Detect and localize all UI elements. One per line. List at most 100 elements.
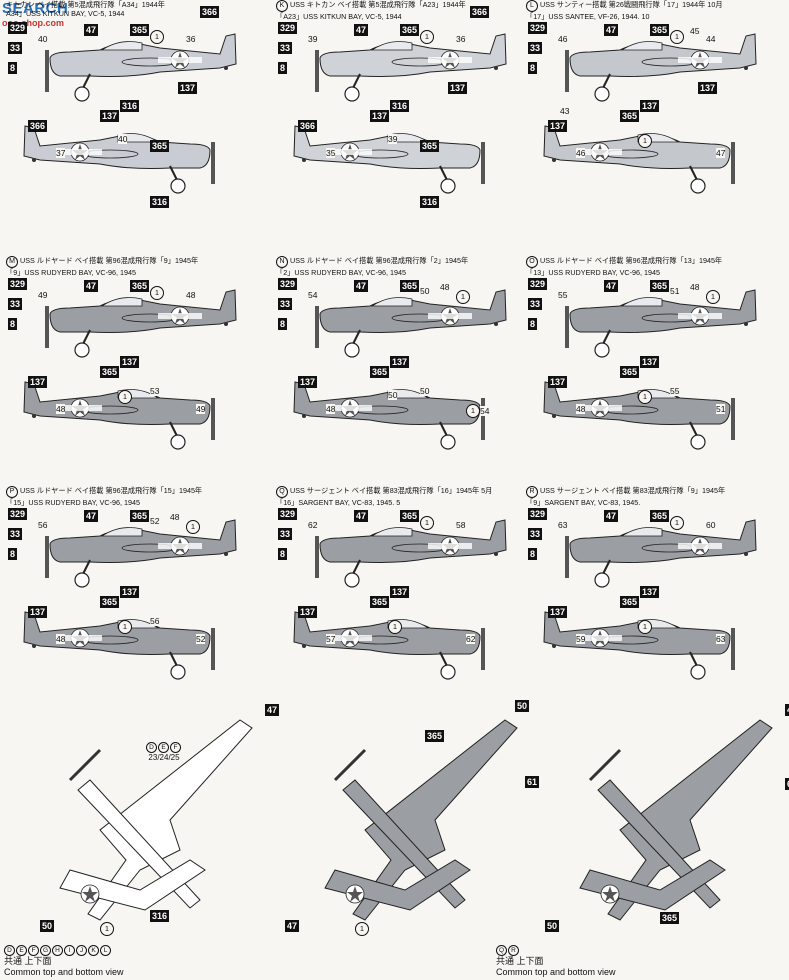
part-callout: 365 [650,24,670,36]
watermark: SEARCH ooo-shop.com [0,0,170,30]
decal-callout: 55 [670,386,680,396]
insignia-callout: 1 [638,390,652,404]
decal-callout: 35 [326,148,336,158]
decal-callout: 47 [716,148,726,158]
part-callout: 365 [420,140,440,152]
right-side-view [290,120,500,200]
insignia-callout: 1 [388,620,402,634]
decal-callout: 49 [196,404,206,414]
left-side-view [30,28,240,108]
part-callout: 137 [298,606,318,618]
decal-callout: 49 [38,290,48,300]
left-side-view [30,284,240,364]
part-callout: 365 [650,280,670,292]
part-callout: 365 [150,140,170,152]
scheme-letter: R [526,486,538,498]
part-callout: 137 [640,586,660,598]
insignia-callout: 1 [466,404,480,418]
caption-english: 「15」USS RUDYERD BAY, VC-96, 1945 [6,498,140,507]
right-side-view [540,376,750,456]
part-callout: 137 [28,606,48,618]
caption-english: 「13」USS RUDYERD BAY, VC-96, 1945 [526,268,660,277]
part-callout: 137 [548,606,568,618]
part-callout: 137 [100,110,120,122]
part-callout: 33 [8,528,23,540]
left-side-view [300,284,510,364]
aircraft-planform [59,719,253,921]
part-callout: 137 [548,376,568,388]
part-callout: 365 [100,366,120,378]
decal-callout: 56 [38,520,48,530]
decal-callout: 45 [690,26,700,36]
scheme-letter: D [4,945,15,956]
footer-right-jp: 共通 上下面 [496,956,544,966]
scheme-letter: P [6,486,18,498]
part-callout: 316 [120,100,140,112]
decal-letter: F [170,742,181,753]
decal-callout: 60 [706,520,716,530]
part-callout: 47 [785,704,789,716]
aircraft-side-view [45,289,237,358]
decal-callout: 51 [670,286,680,296]
planform-drawing [550,710,780,945]
part-callout: 365 [620,366,640,378]
caption-japanese: USS ルドヤード ベイ搭載 第96混成飛行隊「2」1945年 [290,256,469,265]
scheme-letter: I [64,945,75,956]
scheme-letter: L [526,0,538,12]
caption-japanese: USS キトカン ベイ搭載 第5混成飛行隊「A23」1944年 [290,0,466,9]
left-side-view [300,28,510,108]
decal-callout: 48 [170,512,180,522]
decal-callout: 63 [558,520,568,530]
part-callout: 329 [528,278,548,290]
decal-callout: 51 [716,404,726,414]
decal-callout: 36 [186,34,196,44]
part-callout: 137 [298,376,318,388]
part-callout: 61 [785,778,789,790]
scheme-letter: O [526,256,538,268]
part-callout: 137 [370,110,390,122]
planform-drawing [295,710,525,945]
decal-callout: 46 [558,34,568,44]
part-callout: 316 [150,196,170,208]
aircraft-side-view [23,125,215,194]
part-callout: 137 [640,356,660,368]
part-callout: 137 [698,82,718,94]
part-callout: 47 [285,920,300,932]
part-callout: 61 [525,776,540,788]
caption-japanese: USS サンティー搭載 第26戦闘飛行隊「17」1944年 10月 [540,0,723,9]
decal-callout: 37 [56,148,66,158]
aircraft-side-view [565,33,757,102]
decal-callout: 44 [706,34,716,44]
insignia-callout: 1 [456,290,470,304]
decal-numbers: 23/24/25 [148,753,180,762]
part-callout: 50 [515,700,530,712]
insignia-callout: 1 [186,520,200,534]
scheme-letter: K [276,0,288,12]
aircraft-side-view [293,381,485,450]
part-callout: 329 [528,22,548,34]
part-callout: 137 [390,356,410,368]
part-callout: 47 [354,24,369,36]
part-callout: 47 [265,704,280,716]
decal-callout: 48 [56,404,66,414]
part-callout: 329 [8,278,28,290]
right-side-view [20,606,230,686]
part-callout: 33 [278,298,293,310]
part-callout: 47 [84,510,99,522]
decal-callout: 48 [440,282,450,292]
left-side-view [550,28,760,108]
part-callout: 8 [8,318,18,330]
insignia-callout: 1 [670,516,684,530]
decal-callout: 48 [186,290,196,300]
right-side-view [20,376,230,456]
scheme-letter: E [16,945,27,956]
